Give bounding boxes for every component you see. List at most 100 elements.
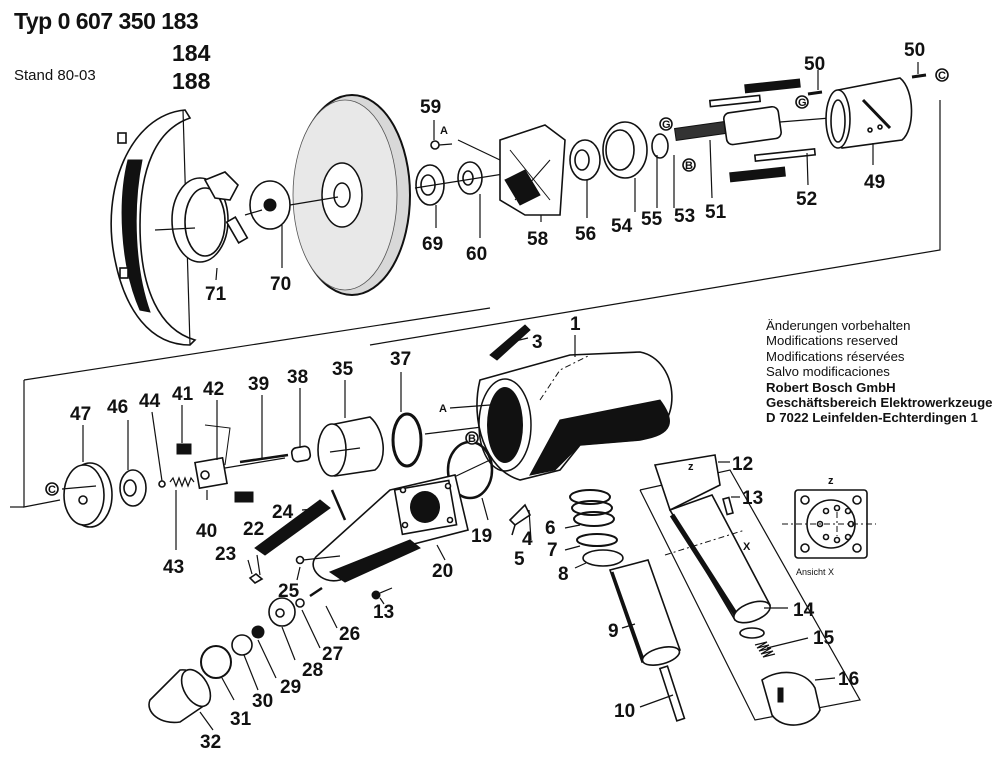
ring-7 xyxy=(576,533,618,547)
part-label-7: 7 xyxy=(547,540,558,561)
pin-5 xyxy=(511,524,516,536)
part-label-71: 71 xyxy=(205,284,227,305)
note-en: Modifications reserved xyxy=(766,333,898,349)
part-label-38: 38 xyxy=(287,367,308,388)
reference-marks: A A G B G C C B z X xyxy=(45,68,949,553)
view-x-z-label: z xyxy=(828,475,834,487)
part-label-31: 31 xyxy=(230,709,252,730)
type-number: Typ 0 607 350 183 xyxy=(14,8,199,34)
o-ring-37 xyxy=(391,412,483,468)
part-label-60: 60 xyxy=(466,244,487,265)
part-label-20: 20 xyxy=(432,561,453,582)
pin-26 xyxy=(309,586,323,598)
inlet-fitting-32 xyxy=(148,668,212,724)
ring-53 xyxy=(651,133,669,159)
ref-g-1: G xyxy=(662,119,671,131)
spring-15 xyxy=(754,641,776,658)
grinding-wheel xyxy=(289,94,411,296)
part-labels: 59 69 60 58 56 54 55 53 51 52 49 50 50 7… xyxy=(70,40,925,753)
spring-6 xyxy=(569,489,615,527)
part-label-54: 54 xyxy=(611,216,633,237)
screw-25 xyxy=(295,555,341,565)
bearing-46 xyxy=(119,469,147,507)
leader-lines xyxy=(82,62,919,731)
o-ring-31 xyxy=(200,645,232,679)
note-fr: Modifications réservées xyxy=(766,348,905,364)
ref-a-mid: A xyxy=(439,403,447,415)
clip-23 xyxy=(248,573,264,584)
ref-a-top: A xyxy=(440,125,448,137)
part-label-19: 19 xyxy=(471,526,492,547)
part-label-25: 25 xyxy=(278,581,300,602)
ring-27 xyxy=(295,598,305,608)
part-label-69: 69 xyxy=(422,234,443,255)
pin-10 xyxy=(658,665,686,722)
part-label-42: 42 xyxy=(203,379,224,400)
brush-holder-40 xyxy=(194,456,286,490)
part-label-12: 12 xyxy=(732,454,753,475)
company-name: Robert Bosch GmbH xyxy=(766,379,896,395)
bracket-42 xyxy=(204,424,231,466)
inlet-handle-20 xyxy=(312,474,469,583)
part-label-55: 55 xyxy=(641,209,663,230)
clamp-collar xyxy=(154,171,249,263)
ref-x-handle: X xyxy=(743,541,751,553)
part-label-28: 28 xyxy=(302,660,323,681)
rotor-51 xyxy=(673,105,831,146)
screw-13-upper xyxy=(722,496,734,516)
part-label-16: 16 xyxy=(838,669,859,690)
ref-c-1: C xyxy=(938,70,946,82)
part-label-3: 3 xyxy=(532,332,543,353)
part-label-37: 37 xyxy=(390,349,411,370)
cylinder-49 xyxy=(825,77,913,149)
view-x-detail xyxy=(782,489,876,559)
ref-g-2: G xyxy=(798,97,807,109)
ref-z-handle: z xyxy=(688,461,694,473)
note-es: Salvo modificaciones xyxy=(766,364,890,380)
part-label-49: 49 xyxy=(864,172,885,193)
part-label-5: 5 xyxy=(514,549,525,570)
bearing-housing-58 xyxy=(499,124,566,216)
part-label-50-left: 50 xyxy=(804,54,825,75)
bearing-56 xyxy=(569,139,601,181)
part-label-8: 8 xyxy=(558,564,569,585)
end-cover-47 xyxy=(61,462,113,528)
nut-69 xyxy=(415,164,445,206)
pin-50 xyxy=(807,73,927,96)
sleeve-35 xyxy=(317,416,385,477)
part-label-10: 10 xyxy=(614,701,635,722)
screw-59 xyxy=(430,139,501,161)
revision-stand: Stand 80-03 xyxy=(14,67,96,84)
ref-b-1: B xyxy=(685,160,693,172)
part-label-53: 53 xyxy=(674,206,695,227)
pin-24 xyxy=(330,489,347,521)
part-label-56: 56 xyxy=(575,224,596,245)
part-label-59: 59 xyxy=(420,97,441,118)
ref-c-2: C xyxy=(48,484,56,496)
tube-9 xyxy=(608,559,682,666)
bushing-38 xyxy=(290,445,312,463)
screw-13-lower xyxy=(371,587,393,600)
part-label-24: 24 xyxy=(272,502,294,523)
part-label-46: 46 xyxy=(107,397,128,418)
ref-b-2: B xyxy=(468,433,476,445)
part-label-30: 30 xyxy=(252,691,273,712)
bearing-cap-54 xyxy=(602,121,648,179)
part-label-50-right: 50 xyxy=(904,40,925,61)
note-de: Änderungen vorbehalten xyxy=(766,318,911,333)
part-label-41: 41 xyxy=(172,384,194,405)
valve-seat-30 xyxy=(231,634,253,656)
part-label-13-upper: 13 xyxy=(742,488,763,509)
type-variant-184: 184 xyxy=(172,40,211,66)
rod-39 xyxy=(239,453,289,464)
label-plate-3 xyxy=(489,324,531,361)
part-label-23: 23 xyxy=(215,544,236,565)
spring-43 xyxy=(169,476,195,488)
part-label-27: 27 xyxy=(322,644,343,665)
seal-4 xyxy=(508,503,532,527)
part-label-15: 15 xyxy=(813,628,835,649)
part-label-40: 40 xyxy=(196,521,217,542)
washer-14 xyxy=(739,627,765,639)
